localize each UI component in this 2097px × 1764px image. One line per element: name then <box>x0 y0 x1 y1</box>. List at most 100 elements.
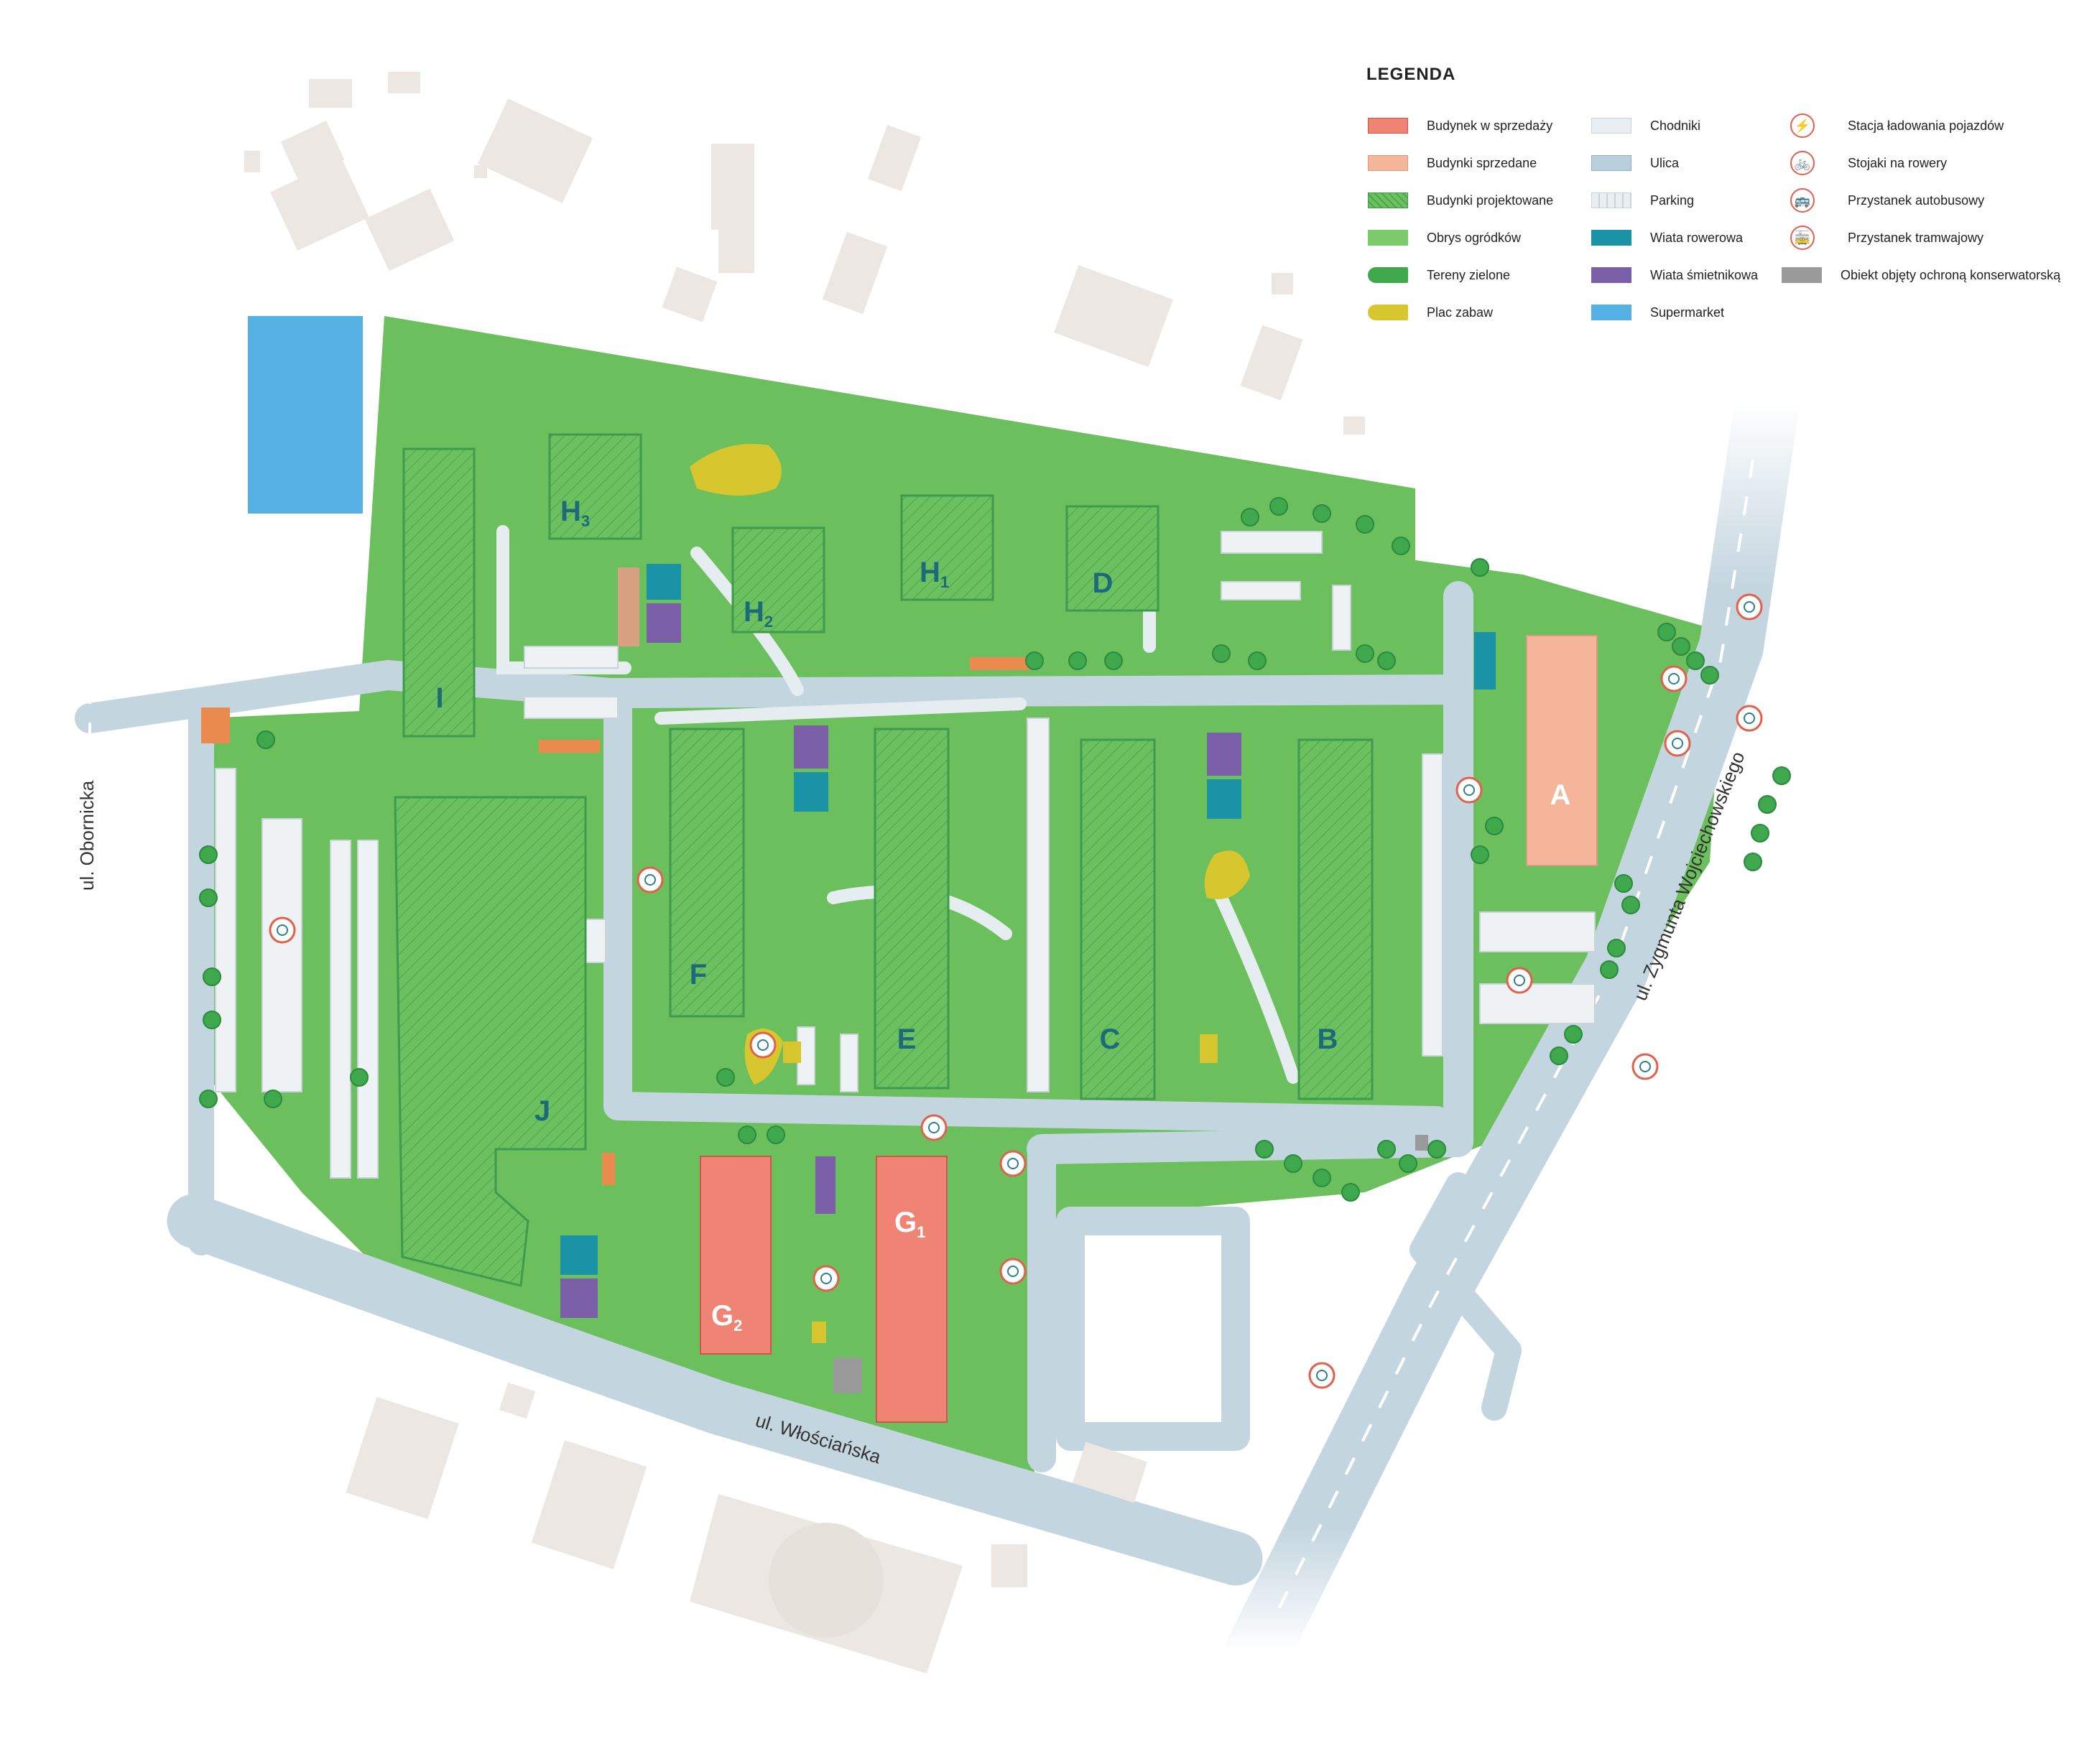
charging-station-icon[interactable] <box>1664 730 1691 757</box>
tree <box>1255 1140 1274 1159</box>
legend-item-supermarket: Supermarket <box>1591 298 1724 327</box>
legend-swatch-protected <box>1782 267 1822 283</box>
label-H1: H1 <box>920 557 949 591</box>
bus-stop-icon-glyph <box>1639 1061 1651 1072</box>
building-C[interactable] <box>1080 738 1156 1100</box>
charging-station-icon[interactable] <box>269 916 296 944</box>
tree <box>1341 1183 1360 1202</box>
legend-item-tram-stop: 🚋 Przystanek tramwajowy <box>1782 223 1983 252</box>
tree <box>1104 651 1123 670</box>
tree <box>1399 1154 1417 1173</box>
building-A[interactable] <box>1526 635 1598 866</box>
supermarket[interactable] <box>248 316 363 514</box>
bike-rack-icon[interactable] <box>813 1265 840 1292</box>
playgrounds[interactable] <box>690 444 1250 1343</box>
legend-swatch-playground <box>1368 305 1408 320</box>
label-A: A <box>1550 779 1571 811</box>
legend-item-bike-shelter: Wiata rowerowa <box>1591 223 1743 252</box>
bus-stop-icon[interactable] <box>1308 1362 1335 1389</box>
legend-label: Wiata śmietnikowa <box>1650 267 1759 282</box>
charging-station-icon[interactable] <box>999 1258 1027 1285</box>
legend-swatch-sidewalks <box>1591 118 1631 134</box>
bus-stop-icon: 🚌 <box>1790 188 1815 213</box>
building-H2[interactable] <box>731 526 825 633</box>
bus-stop-icon-glyph <box>1744 601 1755 613</box>
tree <box>1614 874 1633 893</box>
tree <box>199 845 218 864</box>
projected-buildings <box>394 433 1374 1287</box>
legend-item-playground: Plac zabaw <box>1368 298 1493 327</box>
legend-label: Wiata rowerowa <box>1650 230 1744 245</box>
buildings-in-sale <box>700 1156 948 1423</box>
trees <box>199 497 1791 1202</box>
tree <box>264 1090 282 1108</box>
charging-station-icon[interactable] <box>1506 967 1533 994</box>
legend-label: Budynek w sprzedaży <box>1427 118 1553 133</box>
tree <box>199 888 218 907</box>
bike-rack-icon: 🚲 <box>1790 151 1815 175</box>
legend-item-sidewalks: Chodniki <box>1591 111 1700 140</box>
building-F[interactable] <box>669 728 745 1018</box>
tram-stop-icon[interactable] <box>1736 705 1763 732</box>
tree <box>350 1068 369 1087</box>
bike-rack-icon[interactable] <box>749 1031 777 1059</box>
label-H2: H2 <box>744 596 773 631</box>
legend-item-sale: Budynek w sprzedaży <box>1368 111 1552 140</box>
building-H3[interactable] <box>548 433 642 540</box>
tree <box>1377 651 1396 670</box>
legend-label: Budynki sprzedane <box>1427 155 1537 170</box>
building-J[interactable] <box>394 796 587 1287</box>
tree <box>1607 939 1626 957</box>
legend: LEGENDA Budynek w sprzedaży Budynki sprz… <box>1358 57 2076 330</box>
tree <box>716 1068 735 1087</box>
south-houses <box>346 1382 1148 1674</box>
tree <box>1744 853 1762 871</box>
tree <box>1686 651 1705 670</box>
charging-station-icon-glyph <box>928 1122 940 1133</box>
building-E[interactable] <box>874 728 950 1090</box>
legend-item-sold: Budynki sprzedane <box>1368 149 1537 177</box>
tree <box>1068 651 1087 670</box>
tree <box>1356 644 1374 663</box>
tree <box>203 967 221 986</box>
tree <box>1427 1140 1446 1159</box>
building-I[interactable] <box>402 447 476 738</box>
tree <box>1025 651 1044 670</box>
building-sold-annex[interactable] <box>618 567 639 646</box>
tree <box>1600 960 1619 979</box>
tree <box>256 730 275 749</box>
building-G2[interactable] <box>700 1156 772 1355</box>
legend-item-bike-racks: 🚲 Stojaki na rowery <box>1782 149 1947 177</box>
legend-label: Przystanek autobusowy <box>1848 192 1985 208</box>
label-G2: G2 <box>711 1300 742 1334</box>
legend-label: Budynki projektowane <box>1427 192 1554 208</box>
tree <box>203 1011 221 1029</box>
building-G1[interactable] <box>876 1156 948 1423</box>
legend-item-projected: Budynki projektowane <box>1368 186 1553 215</box>
legend-label: Obrys ogródków <box>1427 230 1522 245</box>
building-B[interactable] <box>1297 738 1374 1100</box>
bike-rack-icon[interactable] <box>636 866 664 893</box>
waste-shelters[interactable] <box>560 603 1241 1318</box>
legend-label: Parking <box>1650 192 1695 208</box>
bus-stop-icon[interactable] <box>1631 1053 1659 1080</box>
bus-stop-icon[interactable] <box>1736 593 1763 621</box>
legend-swatch-projected <box>1368 192 1408 208</box>
charging-station-icon[interactable] <box>1660 665 1688 692</box>
legend-item-green: Tereny zielone <box>1368 261 1510 289</box>
charging-station-icon[interactable] <box>920 1114 948 1141</box>
tree <box>1313 1169 1331 1187</box>
legend-item-charging: ⚡ Stacja ładowania pojazdów <box>1782 111 2004 140</box>
tree <box>1471 845 1489 864</box>
tree <box>1212 644 1231 663</box>
charging-station-icon[interactable] <box>1455 776 1483 804</box>
charging-station-icon[interactable] <box>999 1150 1027 1177</box>
legend-label: Supermarket <box>1650 305 1725 320</box>
building-D[interactable] <box>1065 505 1159 612</box>
legend-swatch-green <box>1368 267 1408 283</box>
bike-shelters[interactable] <box>560 564 1496 1275</box>
building-H1[interactable] <box>900 494 994 601</box>
tree <box>1269 497 1288 516</box>
tram-stop-icon: 🚋 <box>1790 226 1815 250</box>
